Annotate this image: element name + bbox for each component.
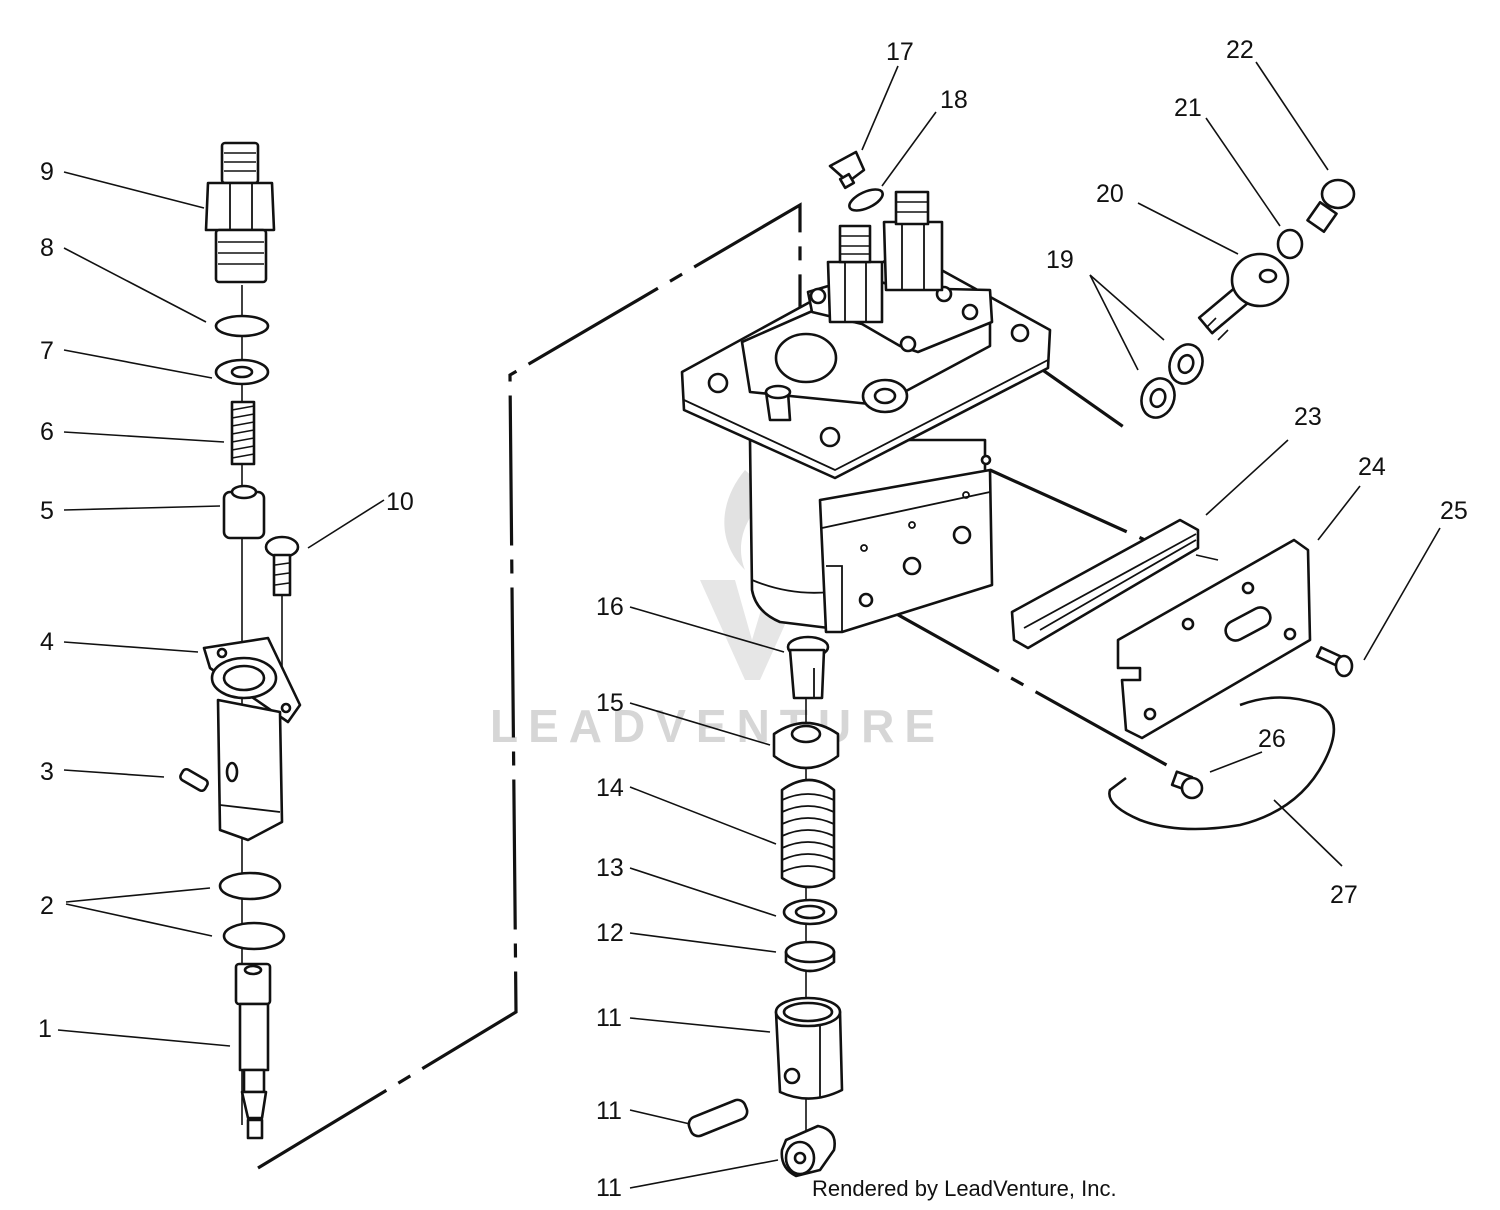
part-3 [179, 767, 209, 793]
part-23 [1010, 518, 1219, 650]
part-16 [786, 635, 830, 700]
part-27 [1108, 696, 1336, 831]
part-7 [214, 358, 270, 386]
assembly-line [257, 202, 802, 1170]
callout-23: 23 [1294, 403, 1322, 431]
assembly-line-23 [989, 468, 1146, 542]
part-20 [1197, 252, 1290, 341]
part-4 [202, 636, 302, 842]
part-1 [234, 962, 272, 1140]
callout-19: 19 [1046, 246, 1074, 274]
pump-outlet-right [882, 190, 944, 292]
part-13 [782, 898, 838, 926]
part-14 [780, 778, 836, 889]
part-21 [1276, 228, 1304, 260]
callout-16: 16 [596, 593, 624, 621]
callout-4: 4 [40, 628, 54, 656]
left-stack [179, 141, 302, 1140]
callout-17: 17 [886, 38, 914, 66]
part-22 [1306, 178, 1356, 234]
credit-text: Rendered by LeadVenture, Inc. [812, 1176, 1117, 1201]
callout-2: 2 [40, 892, 54, 920]
part-19 [1140, 343, 1204, 419]
callout-20: 20 [1096, 180, 1124, 208]
callout-22: 22 [1226, 36, 1254, 64]
part-6 [230, 400, 256, 466]
callout-18: 18 [940, 86, 968, 114]
part-18 [848, 188, 884, 212]
part-2 [218, 871, 286, 951]
part-8 [214, 314, 270, 338]
callout-7: 7 [40, 337, 54, 365]
part-17 [828, 150, 866, 190]
part-11-pin [687, 1098, 749, 1138]
callout-10: 10 [386, 488, 414, 516]
callout-21: 21 [1174, 94, 1202, 122]
assembly-line-26 [867, 596, 1173, 770]
pump-outlet-left [826, 224, 884, 324]
callout-11-roller: 11 [596, 1174, 622, 1202]
callout-9: 9 [40, 158, 54, 186]
callout-8: 8 [40, 234, 54, 262]
right-lower-stack [687, 635, 844, 1178]
part-10 [264, 535, 300, 597]
callout-25: 25 [1440, 497, 1468, 525]
callout-26: 26 [1258, 725, 1286, 753]
part-11-tappet [774, 996, 844, 1100]
callout-13: 13 [596, 854, 624, 882]
callout-27: 27 [1330, 881, 1358, 909]
part-11-roller [780, 1124, 836, 1178]
part-25 [1315, 646, 1354, 678]
leader-lines [57, 61, 1441, 1189]
callout-15: 15 [596, 689, 624, 717]
callout-3: 3 [40, 758, 54, 786]
callout-5: 5 [40, 497, 54, 525]
callout-24: 24 [1358, 453, 1386, 481]
callouts: 1 2 3 4 5 6 7 8 9 10 11 11 11 12 13 14 1… [38, 36, 1468, 1202]
part-15 [772, 721, 840, 770]
callout-11-tappet: 11 [596, 1004, 622, 1032]
watermark-text: LEADVENTURE [490, 700, 945, 752]
callout-1: 1 [38, 1015, 52, 1043]
pump-housing [680, 190, 1052, 634]
part-9 [204, 141, 276, 284]
callout-11-pin: 11 [596, 1097, 622, 1125]
part-26 [1170, 770, 1204, 800]
part-12 [784, 940, 836, 973]
callout-12: 12 [596, 919, 624, 947]
callout-14: 14 [596, 774, 624, 802]
part-5 [222, 484, 266, 540]
callout-6: 6 [40, 418, 54, 446]
watermark: LEADVENTURE [490, 470, 945, 752]
part-24 [1116, 538, 1312, 740]
